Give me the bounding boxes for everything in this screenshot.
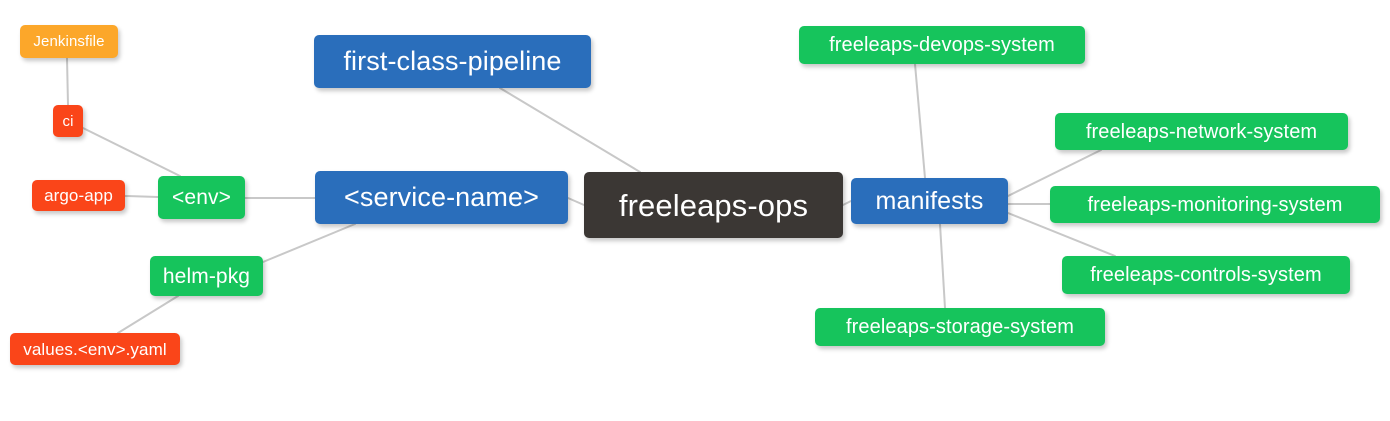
node-label-argo-app: argo-app (44, 186, 113, 205)
node-label-freeleaps-controls-system: freeleaps-controls-system (1090, 264, 1322, 286)
node-freeleaps-monitoring-system[interactable]: freeleaps-monitoring-system (1050, 186, 1380, 223)
node-freeleaps-devops-system[interactable]: freeleaps-devops-system (799, 26, 1085, 64)
node-label-freeleaps-network-system: freeleaps-network-system (1085, 120, 1318, 143)
node-freeleaps-ops[interactable]: freeleaps-ops (584, 172, 843, 238)
node-env[interactable]: <env> (158, 176, 245, 219)
node-label-ci: ci (62, 112, 74, 130)
node-values-env-yaml[interactable]: values.<env>.yaml (10, 333, 180, 365)
node-label-values-env-yaml: values.<env>.yaml (23, 339, 167, 359)
node-label-freeleaps-monitoring-system: freeleaps-monitoring-system (1087, 193, 1343, 216)
node-label-freeleaps-ops: freeleaps-ops (618, 187, 809, 223)
node-label-service-name: <service-name> (344, 182, 539, 212)
edge-freeleaps-ops-to-manifests (842, 200, 852, 206)
node-label-env: <env> (172, 186, 231, 209)
node-manifests[interactable]: manifests (851, 178, 1008, 224)
edge-freeleaps-ops-to-first-class-pipeline (499, 87, 641, 173)
node-freeleaps-storage-system[interactable]: freeleaps-storage-system (815, 308, 1105, 346)
edge-freeleaps-ops-to-service-name (567, 197, 585, 206)
node-argo-app[interactable]: argo-app (32, 180, 125, 211)
node-first-class-pipeline[interactable]: first-class-pipeline (314, 35, 591, 88)
edge-manifests-to-freeleaps-storage-system (939, 223, 946, 309)
node-service-name[interactable]: <service-name> (315, 171, 568, 224)
edge-manifests-to-freeleaps-devops-system (914, 63, 926, 179)
edge-helm-pkg-to-values-env-yaml (117, 295, 179, 334)
node-jenkinsfile[interactable]: Jenkinsfile (20, 25, 118, 58)
node-label-manifests: manifests (875, 186, 984, 215)
edge-ci-to-jenkinsfile (66, 57, 69, 106)
node-freeleaps-controls-system[interactable]: freeleaps-controls-system (1062, 256, 1350, 294)
edge-service-name-to-helm-pkg (262, 223, 356, 263)
node-label-jenkinsfile: Jenkinsfile (33, 33, 105, 50)
node-freeleaps-network-system[interactable]: freeleaps-network-system (1055, 113, 1348, 150)
node-label-first-class-pipeline: first-class-pipeline (343, 46, 562, 76)
node-label-helm-pkg: helm-pkg (162, 264, 251, 288)
node-label-freeleaps-devops-system: freeleaps-devops-system (829, 34, 1055, 56)
node-helm-pkg[interactable]: helm-pkg (150, 256, 263, 296)
edge-env-to-ci (82, 127, 181, 177)
node-ci[interactable]: ci (53, 105, 83, 137)
edge-env-to-argo-app (124, 195, 159, 198)
node-label-freeleaps-storage-system: freeleaps-storage-system (845, 316, 1075, 338)
